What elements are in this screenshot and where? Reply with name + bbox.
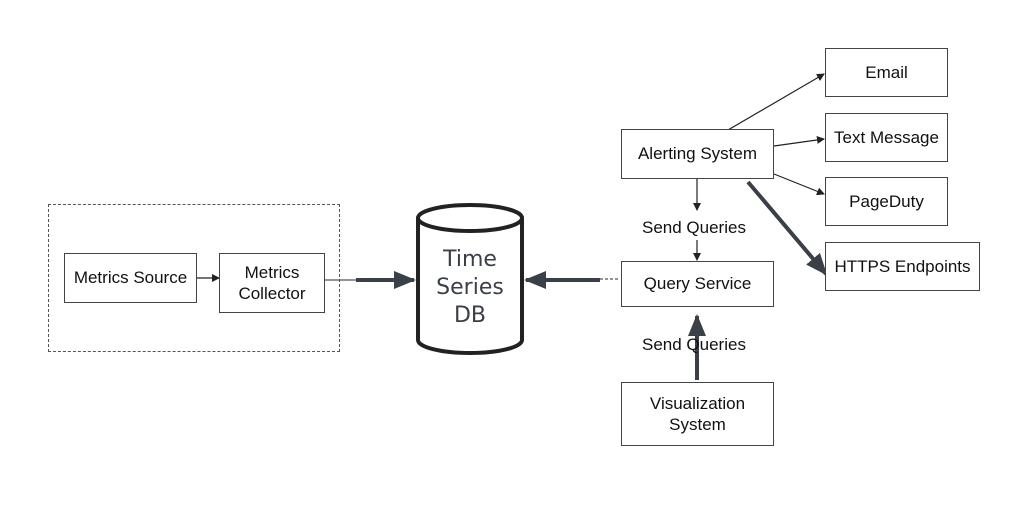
metrics-source-node: Metrics Source	[64, 253, 197, 303]
pageduty-node: PageDuty	[825, 177, 948, 226]
edge-alerting-to-email	[727, 73, 825, 131]
send-queries-label-visualization: Send Queries	[642, 335, 746, 354]
edge-alerting-to-pageduty	[773, 173, 825, 196]
metrics-collector-node: Metrics Collector	[219, 253, 325, 313]
visualization-system-node: Visualization System	[621, 382, 774, 446]
send-queries-label-alerting: Send Queries	[642, 218, 746, 237]
time-series-db-cylinder	[416, 203, 524, 355]
time-series-db-label: Time Series DB	[436, 247, 504, 328]
text-message-node: Text Message	[825, 113, 948, 162]
alerting-system-node: Alerting System	[621, 129, 774, 179]
email-node: Email	[825, 48, 948, 97]
metrics-pipeline-group	[48, 204, 340, 352]
query-service-node: Query Service	[621, 261, 774, 307]
edge-alerting-to-https	[746, 180, 828, 276]
edge-alerting-to-text	[773, 136, 825, 147]
https-endpoints-node: HTTPS Endpoints	[825, 242, 980, 291]
